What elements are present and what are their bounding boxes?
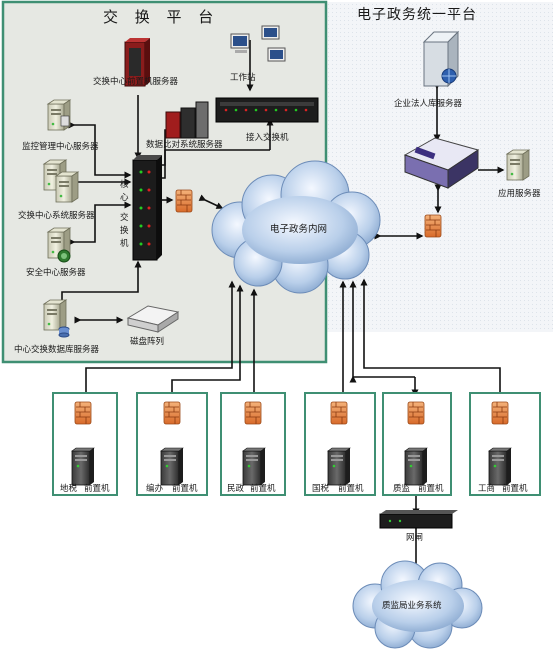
department-box-bianban: [136, 392, 208, 496]
access-switch-icon: [215, 97, 319, 123]
department-suffix-minzheng: 前置机: [250, 483, 276, 494]
front-server-icon: [124, 38, 150, 87]
quality-system-cloud: [352, 560, 483, 649]
department-suffix-gongshang: 前置机: [502, 483, 528, 494]
department-box-dishui: [52, 392, 118, 496]
firewall-icon: [175, 189, 193, 213]
core-switch-icon: [132, 155, 162, 261]
department-suffix-guoshui: 前置机: [338, 483, 364, 494]
db-server-label: 中心交换数据库服务器: [14, 344, 100, 355]
security-server-icon: [47, 227, 71, 263]
department-box-minzheng: [220, 392, 286, 496]
egov-network-cloud: [211, 160, 381, 294]
department-name-dishui: 地税: [60, 483, 78, 494]
network-label: 电子政务内网: [270, 223, 327, 235]
compare-server-label: 数据比对系统服务器: [146, 139, 223, 150]
department-suffix-dishui: 前置机: [84, 483, 110, 494]
gateway-icon: [379, 510, 458, 529]
db-server-icon: [43, 299, 70, 338]
core-switch-char-4: 换: [120, 225, 129, 236]
disk-array-label: 磁盘阵列: [130, 336, 164, 347]
egov-router-icon: [403, 137, 480, 189]
monitor-server-icon: [47, 99, 71, 131]
department-name-guoshui: 国税: [312, 483, 330, 494]
egov-platform-title: 电子政务统一平台: [357, 7, 477, 23]
app-server-label: 应用服务器: [498, 188, 541, 199]
disk-array-icon: [126, 305, 180, 333]
department-name-bianban: 编办: [146, 483, 164, 494]
app-server-icon: [506, 149, 530, 181]
egov-firewall-icon: [424, 214, 442, 238]
department-suffix-zhijian: 前置机: [418, 483, 444, 494]
department-suffix-bianban: 前置机: [172, 483, 198, 494]
monitor-server-label: 监控管理中心服务器: [22, 141, 99, 152]
workstation-icon: [230, 25, 286, 62]
department-box-zhijian: [382, 392, 452, 496]
exchange-platform-title: 交 换 平 台: [103, 8, 219, 26]
core-switch-char-3: 交: [120, 212, 129, 223]
quality-system-label: 质监局业务系统: [382, 600, 442, 611]
department-box-guoshui: [304, 392, 376, 496]
corp-db-server-label: 企业法人库服务器: [394, 98, 463, 109]
department-name-zhijian: 质监: [393, 483, 411, 494]
core-switch-char-1: 核: [120, 179, 129, 190]
department-name-minzheng: 民政: [227, 483, 245, 494]
department-name-gongshang: 工商: [478, 483, 495, 494]
access-switch-label: 接入交换机: [246, 132, 289, 143]
corp-db-server-icon: [422, 30, 460, 88]
front-server-label: 交换中心前置机服务器: [93, 76, 179, 87]
department-box-gongshang: [469, 392, 541, 496]
exchange-server-label: 交换中心系统服务器: [18, 210, 95, 221]
core-switch-char-5: 机: [120, 238, 129, 249]
workstation-label: 工作站: [230, 72, 256, 83]
compare-server-icon: [165, 101, 209, 139]
gateway-label: 网闸: [406, 533, 423, 543]
security-server-label: 安全中心服务器: [26, 267, 86, 278]
core-switch-char-2: 心: [120, 193, 129, 203]
